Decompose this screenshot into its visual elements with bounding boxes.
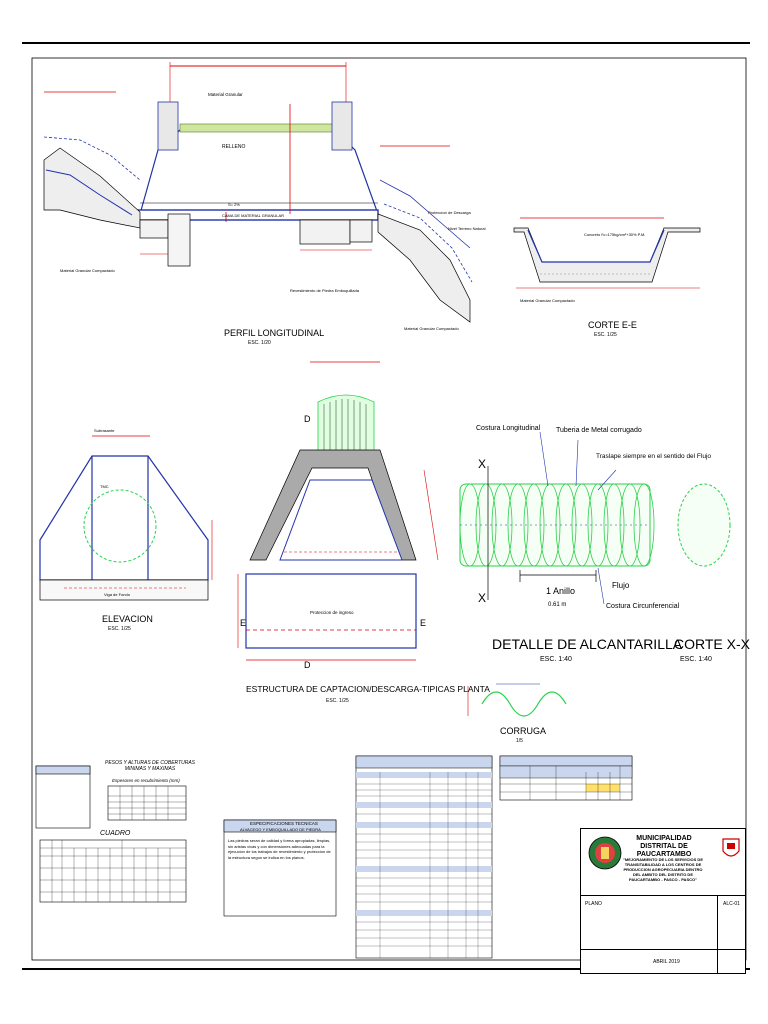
drawing-frame — [31, 57, 747, 961]
corruga-title: CORRUGA — [500, 726, 547, 736]
espec-body: Las piedras seran de calidad y forma apr… — [228, 838, 331, 860]
x-marker-bottom: X — [478, 591, 486, 605]
corte-xx-title: CORTE X-X — [674, 636, 750, 652]
e-marker-right: E — [420, 618, 426, 628]
d-marker-top: D — [304, 414, 311, 424]
corte-ee-title: CORTE E-E — [588, 320, 637, 330]
perfil-title: PERFIL LONGITUDINAL — [224, 328, 325, 338]
pesos-subtitle: Espesores en recubrimiento (mm) — [112, 778, 180, 783]
granular-compactado-label: Material Granular Compactado — [404, 326, 459, 331]
tmc-label: TMC — [100, 484, 109, 489]
relleno-label: RELLENO — [222, 144, 245, 150]
corte-ee-drawing — [513, 217, 701, 289]
anillo-dim-label: 0.61 m — [548, 602, 566, 608]
project-name: "MEJORAMIENTO DE LOS SERVICIOS DE TRANSI… — [623, 857, 703, 882]
perfil-scale: ESC. 1/20 — [248, 340, 271, 346]
municipality-name: MUNICIPALIDAD DISTRITAL DE PAUCARTAMBO — [636, 835, 692, 858]
detalle-scale: ESC. 1:40 — [540, 656, 572, 663]
pesos-title: PESOS Y ALTURAS DE COBERTURAS MINIMAS Y … — [104, 760, 196, 772]
e-marker-left: E — [240, 618, 246, 628]
d-marker-bottom: D — [304, 660, 311, 670]
perfil-longitudinal-drawing — [43, 62, 473, 323]
sheet-number: ALC-01 — [723, 901, 740, 907]
title-block-col — [717, 895, 718, 973]
resumen-table — [499, 755, 633, 801]
proteccion-ingreso-label: Proteccion de ingreso — [310, 610, 354, 615]
title-block: MUNICIPALIDAD DISTRITAL DE PAUCARTAMBO "… — [580, 828, 746, 974]
pendiente-label: S= 2% — [228, 202, 240, 207]
metrado-table — [355, 755, 493, 959]
municipal-seal-icon — [588, 836, 622, 870]
anillo-label: 1 Anillo — [546, 586, 575, 596]
viga-fondo-label: Viga de Fondo — [104, 592, 131, 597]
corruga-scale: 1/5 — [516, 738, 523, 744]
corte-ee-granular-label: Material Granular Compactado — [520, 298, 575, 303]
bottom-border-line — [22, 968, 750, 970]
planta-title: ESTRUCTURA DE CAPTACION/DESCARGA-TIPICAS… — [246, 684, 490, 694]
elevacion-drawing — [39, 435, 213, 601]
left-spec-box — [35, 765, 91, 829]
corte-xx-scale: ESC. 1:40 — [680, 656, 712, 663]
material-granular-label: Material Granular — [208, 92, 243, 97]
elevacion-title: ELEVACION — [102, 614, 153, 624]
pesos-table — [107, 785, 187, 821]
especificaciones-box — [223, 819, 337, 917]
top-border-line — [22, 42, 750, 44]
revestimiento-label: Revestimiento de Piedra Emboquillada — [290, 288, 360, 293]
peru-shield-icon — [722, 838, 740, 857]
date-label: ABRIL 2019 — [653, 959, 680, 965]
espec-title: ESPECIFICACIONES TECNICAS — [250, 821, 318, 826]
cuadro-title: CUADRO — [100, 830, 131, 837]
planta-scale: ESC. 1/25 — [326, 698, 349, 704]
plan-label: PLANO — [585, 901, 602, 907]
left-granular-label: Material Granular Compactado — [60, 268, 115, 273]
flujo-label: Flujo — [612, 581, 630, 590]
proteccion-descarga-label: Proteccion de Descarga — [428, 210, 471, 215]
title-block-divider — [581, 895, 745, 896]
elevacion-scale: ESC. 1/25 — [108, 626, 131, 632]
subrasante-label: Subrasante — [94, 428, 115, 433]
costura-circ-label: Costura Circunferencial — [606, 603, 680, 610]
corte-ee-scale: ESC. 1/25 — [594, 332, 617, 338]
traslape-label: Traslape siempre en el sentido del Flujo — [596, 453, 711, 460]
cuadro-table — [39, 839, 187, 903]
costura-longitudinal-label: Costura Longitudinal — [476, 425, 541, 432]
corruga-wave — [481, 691, 567, 717]
planta-drawing — [237, 361, 439, 661]
title-block-grid — [581, 949, 745, 950]
nivel-terreno-label: Nivel Terreno Natural — [448, 226, 486, 231]
espec-subtitle: ALVACEGO Y EMBOQUILLADO DE PIEDRA — [240, 827, 321, 832]
tuberia-metal-label: Tuberia de Metal corrugado — [556, 427, 642, 434]
cama-material-label: CAMA DE MATERIAL GRANULAR — [222, 213, 284, 218]
corte-ee-revestimiento-label: Concreto f'c=175kg/cm²+30% P.M. — [584, 232, 645, 237]
alcantarilla-pipe-drawing — [459, 431, 731, 605]
detalle-title: DETALLE DE ALCANTARILLA — [492, 636, 683, 652]
x-marker-top: X — [478, 457, 486, 471]
